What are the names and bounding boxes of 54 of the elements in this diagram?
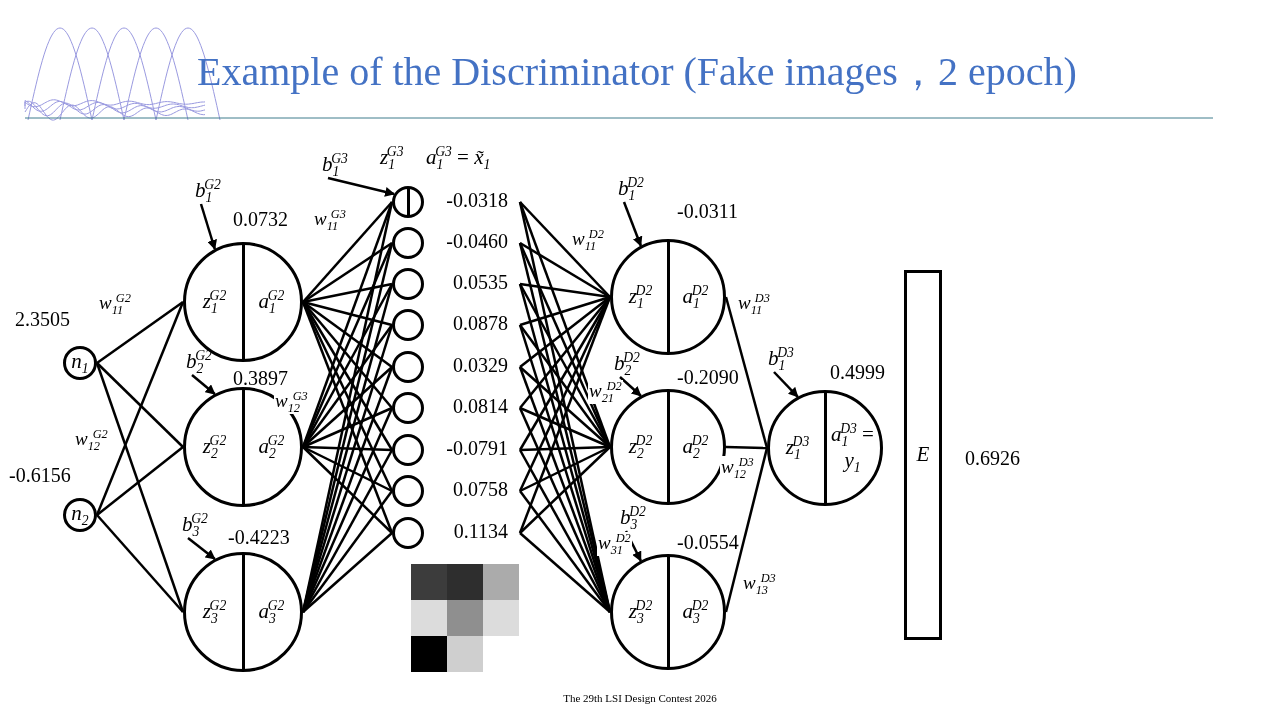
math-label: n$_{2}$ bbox=[71, 502, 89, 528]
bias-arrow bbox=[624, 530, 642, 562]
bias-arrow bbox=[191, 374, 216, 395]
connection-line bbox=[725, 445, 768, 450]
connection-line bbox=[302, 490, 393, 613]
connection-line bbox=[95, 301, 185, 516]
connection-line bbox=[96, 362, 184, 448]
slide-title: Example of the Discriminator (Fake images，2 epoch) bbox=[197, 48, 1077, 96]
value-label: 0.4999 bbox=[830, 361, 885, 384]
connection-line bbox=[519, 241, 611, 299]
value-label: -0.0791 bbox=[446, 437, 508, 460]
connection-line bbox=[302, 532, 393, 613]
bias-arrow bbox=[327, 176, 396, 197]
value-label: 0.0535 bbox=[453, 271, 508, 294]
bias-arrow bbox=[619, 376, 642, 397]
value-label: 0.0878 bbox=[453, 312, 508, 335]
value-label: 0.1134 bbox=[453, 520, 508, 543]
connection-line bbox=[302, 241, 393, 304]
bias-arrow bbox=[773, 371, 799, 398]
math-label: n$_{1}$ bbox=[71, 350, 89, 376]
math-label: E bbox=[916, 443, 930, 467]
value-label: 0.0329 bbox=[453, 354, 508, 377]
connection-line bbox=[302, 282, 393, 304]
footer-text: The 29th LSI Design Contest 2026 bbox=[562, 692, 718, 704]
connection-line bbox=[519, 446, 611, 534]
value-label: -0.0311 bbox=[677, 200, 738, 223]
bias-arrow bbox=[622, 201, 643, 247]
connection-line bbox=[519, 490, 611, 613]
value-label: -0.0460 bbox=[446, 230, 508, 253]
value-label: 0.0814 bbox=[453, 395, 508, 418]
connection-line bbox=[519, 282, 611, 299]
value-label: 0.0758 bbox=[453, 478, 508, 501]
math-label: a$_{1}$$^{G3}$ = x̃$_{1}$ bbox=[426, 144, 491, 172]
connection-line bbox=[302, 446, 393, 534]
connection-line bbox=[519, 532, 611, 613]
bias-arrow bbox=[199, 203, 217, 250]
value-label: 0.6926 bbox=[965, 447, 1020, 470]
value-label: 0.3897 bbox=[233, 367, 288, 390]
connection-line bbox=[96, 514, 184, 613]
value-label: -0.4223 bbox=[228, 526, 290, 549]
value-label: -0.6156 bbox=[9, 464, 71, 487]
value-label: -0.0554 bbox=[677, 531, 739, 554]
connection-line bbox=[724, 447, 769, 613]
math-label: a$_{1}$$^{D3}$ = y$_{1}$ bbox=[831, 421, 874, 475]
connection-line bbox=[519, 201, 611, 298]
value-label: 0.0732 bbox=[233, 208, 288, 231]
connection-line bbox=[96, 300, 184, 365]
value-label: 2.3505 bbox=[15, 308, 70, 331]
connection-line bbox=[302, 300, 393, 327]
bias-arrow bbox=[187, 537, 216, 560]
connection-line bbox=[96, 446, 184, 516]
value-label: -0.0318 bbox=[446, 189, 508, 212]
connection-line bbox=[724, 296, 769, 449]
value-label: -0.2090 bbox=[677, 366, 739, 389]
